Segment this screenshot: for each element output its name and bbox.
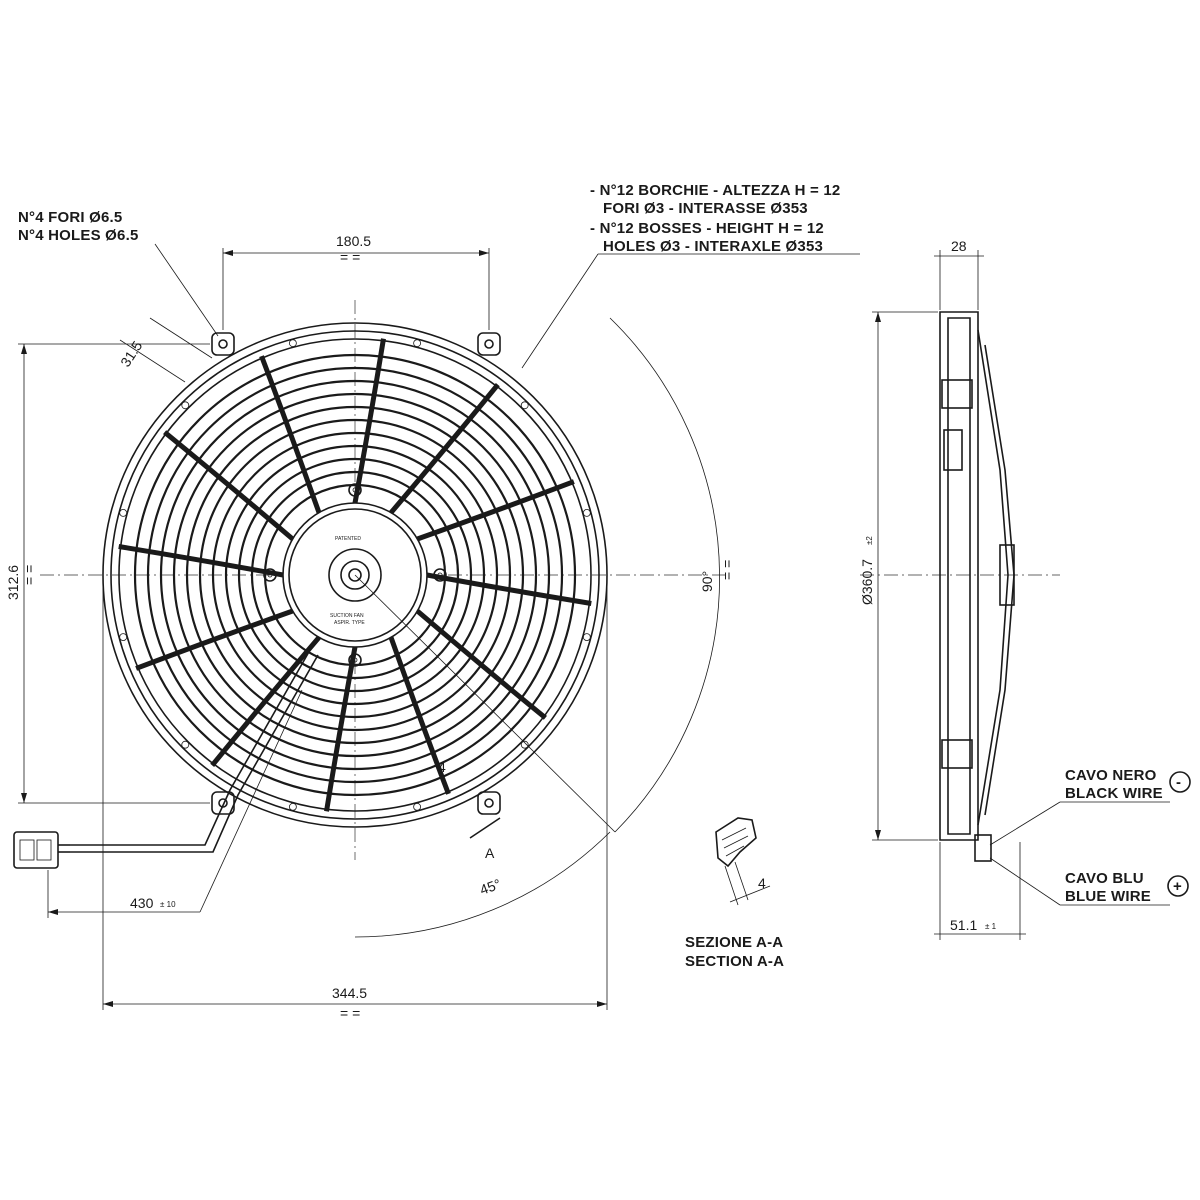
section-label-it: SEZIONE A-A bbox=[685, 934, 783, 951]
bosses-note-it-2: FORI Ø3 - INTERASSE Ø353 bbox=[603, 200, 808, 217]
section-label-en: SECTION A-A bbox=[685, 953, 784, 970]
svg-text:+: + bbox=[1173, 878, 1182, 895]
dim-depth-top: 28 bbox=[951, 238, 967, 254]
section-view: 4 SEZIONE A-A SECTION A-A bbox=[685, 817, 784, 970]
svg-text:= =: = = bbox=[340, 1005, 360, 1021]
cable-connector bbox=[13, 831, 59, 869]
hub-brand-label: PATENTED bbox=[335, 536, 361, 542]
fan-guard-rings bbox=[133, 353, 577, 797]
dim-depth-tol: ± 1 bbox=[985, 922, 997, 931]
dim-angle-45: 45° bbox=[478, 876, 503, 898]
dim-top-holes: 180.5 bbox=[336, 233, 371, 249]
section-mark-front: A bbox=[485, 845, 495, 861]
minus-icon bbox=[1169, 771, 1191, 793]
dim-vertical-holes: 312.6 bbox=[5, 565, 21, 600]
svg-text:= =: = = bbox=[340, 249, 360, 265]
grid-mark-label: 4 bbox=[438, 759, 446, 775]
dim-diameter: Ø360.7 bbox=[859, 559, 875, 605]
dim-cable-length: 430 bbox=[130, 895, 154, 911]
blue-wire-en: BLUE WIRE bbox=[1065, 888, 1151, 905]
blue-wire-it: CAVO BLU bbox=[1065, 870, 1144, 887]
dim-overall-width: 344.5 bbox=[332, 985, 367, 1001]
hub-type-label-2: ASPIR. TYPE bbox=[334, 620, 365, 626]
svg-text:-: - bbox=[1176, 774, 1181, 791]
hub-type-label-1: SUCTION FAN bbox=[330, 613, 364, 619]
section-depth-dim: 4 bbox=[758, 875, 766, 891]
dim-diameter-tol: ±2 bbox=[865, 536, 874, 545]
black-wire-en: BLACK WIRE bbox=[1065, 785, 1163, 802]
holes-note-it: N°4 FORI Ø6.5 bbox=[18, 209, 122, 226]
fan-front-view: PATENTED SUCTION FAN ASPIR. TYPE A 4 bbox=[13, 300, 730, 869]
power-cable bbox=[13, 649, 319, 869]
front-dimensions: 180.5 = = 312.6 = = 344.5 = = 430 ± 10 3… bbox=[5, 233, 735, 1021]
fan-guard-spokes bbox=[118, 338, 592, 812]
black-wire-it: CAVO NERO bbox=[1065, 767, 1157, 784]
rim-bosses bbox=[119, 339, 591, 811]
dim-angle-90: 90° bbox=[699, 571, 715, 592]
svg-text:= =: = = bbox=[21, 565, 37, 585]
dim-depth-total: 51.1 bbox=[950, 917, 977, 933]
holes-note-en: N°4 HOLES Ø6.5 bbox=[18, 227, 139, 244]
holes-note: N°4 FORI Ø6.5 N°4 HOLES Ø6.5 bbox=[18, 209, 219, 337]
side-shroud bbox=[939, 311, 979, 841]
bosses-note-it-1: - N°12 BORCHIE - ALTEZZA H = 12 bbox=[590, 182, 840, 199]
plus-icon bbox=[1167, 875, 1189, 897]
bosses-note-en-2: HOLES Ø3 - INTERAXLE Ø353 bbox=[603, 238, 823, 255]
motor-shaft-cover bbox=[328, 548, 382, 602]
bosses-note: - N°12 BORCHIE - ALTEZZA H = 12 FORI Ø3 … bbox=[521, 182, 860, 369]
fan-side-view: 28 Ø360.7 ±2 51.1 ± 1 bbox=[859, 238, 1060, 940]
bosses-note-en-1: - N°12 BOSSES - HEIGHT H = 12 bbox=[590, 220, 824, 237]
side-connector bbox=[974, 834, 992, 862]
outer-shroud bbox=[102, 322, 608, 828]
hub-screws bbox=[263, 483, 447, 667]
side-motor bbox=[999, 544, 1015, 606]
svg-text:= =: = = bbox=[719, 560, 735, 580]
wire-labels: CAVO NERO BLACK WIRE - CAVO BLU BLUE WIR… bbox=[989, 767, 1191, 906]
dim-cable-tol: ± 10 bbox=[160, 900, 176, 909]
